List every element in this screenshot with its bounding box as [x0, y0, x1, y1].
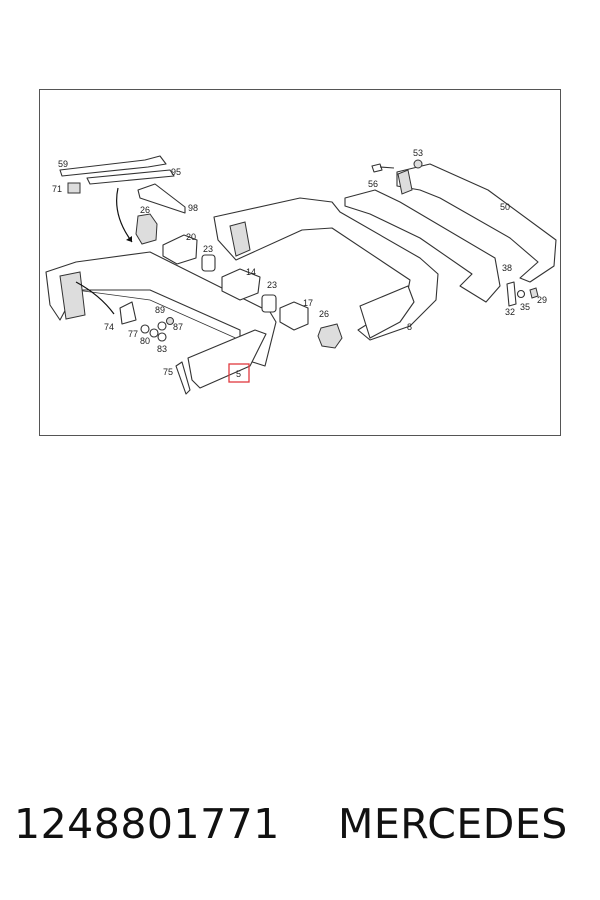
arrow-head — [126, 236, 132, 242]
leader-line-74 — [75, 281, 115, 315]
part-23-bushing-2 — [261, 294, 277, 313]
callout-56: 56 — [368, 179, 378, 189]
callout-74: 74 — [104, 322, 114, 332]
parts-diagram-frame: 59 95 71 98 26 20 23 14 23 17 26 74 77 8… — [39, 89, 561, 436]
part-89-nut — [157, 321, 167, 331]
part-20-block — [162, 234, 198, 265]
callout-23a: 23 — [203, 244, 213, 254]
callout-80: 80 — [140, 336, 150, 346]
part-98-bracket — [137, 183, 186, 214]
brand-name: MERCEDES — [338, 800, 568, 848]
callout-35: 35 — [520, 302, 530, 312]
part-53-nut — [413, 159, 423, 169]
bumper-right-bracket — [397, 169, 413, 195]
callout-75: 75 — [163, 367, 173, 377]
callout-26b: 26 — [319, 309, 329, 319]
part-71-clip — [67, 182, 81, 194]
callout-8: 8 — [407, 322, 412, 332]
callout-17: 17 — [303, 298, 313, 308]
part-8-bumper-center — [213, 197, 439, 341]
part-26-mount — [135, 213, 158, 245]
callout-59: 59 — [58, 159, 68, 169]
part-87-nut — [166, 317, 174, 325]
part-8-end-cap — [359, 285, 415, 339]
part-77-washer — [140, 324, 150, 334]
callout-26a: 26 — [140, 205, 150, 215]
callout-20: 20 — [186, 232, 196, 242]
part-14-block — [221, 268, 261, 301]
callout-53: 53 — [413, 148, 423, 158]
highlight-box-part-5 — [228, 363, 250, 383]
part-5-corner — [187, 329, 267, 389]
part-59-trim-strip — [59, 155, 167, 177]
callout-5: 5 — [236, 369, 241, 379]
callout-14: 14 — [246, 267, 256, 277]
part-17-block — [279, 301, 309, 331]
callout-87: 87 — [173, 322, 183, 332]
part-74-bracket — [119, 301, 137, 325]
callout-77: 77 — [128, 329, 138, 339]
part-80-washer — [149, 328, 159, 338]
part-23-bushing — [201, 254, 216, 272]
part-38-bumper-rail — [344, 189, 501, 303]
bumper-exploded-diagram: 59 95 71 98 26 20 23 14 23 17 26 74 77 8… — [45, 148, 557, 395]
callout-89: 89 — [155, 305, 165, 315]
bumper-inner-line — [75, 289, 241, 341]
bumper-center-bracket — [229, 221, 251, 257]
callout-71: 71 — [52, 184, 62, 194]
part-56-bolt — [371, 163, 395, 173]
part-number: 1248801771 — [14, 800, 280, 848]
part-83-nut — [157, 332, 167, 342]
callout-38: 38 — [502, 263, 512, 273]
part-32-plate — [506, 281, 517, 307]
callout-98: 98 — [188, 203, 198, 213]
callout-29: 29 — [537, 295, 547, 305]
part-50-bumper-right — [396, 163, 557, 283]
part-29-bolt — [529, 287, 539, 299]
callout-23b: 23 — [267, 280, 277, 290]
part-35-washer — [516, 289, 526, 299]
callout-50: 50 — [500, 202, 510, 212]
callout-83: 83 — [157, 344, 167, 354]
part-26-mount-2 — [317, 323, 343, 349]
leader-line — [116, 187, 133, 243]
callout-32: 32 — [505, 307, 515, 317]
part-95-trim-strip — [86, 169, 175, 185]
callout-95: 95 — [171, 167, 181, 177]
part-caption: 1248801771 MERCEDES — [0, 800, 600, 860]
part-75-strip — [175, 361, 191, 395]
